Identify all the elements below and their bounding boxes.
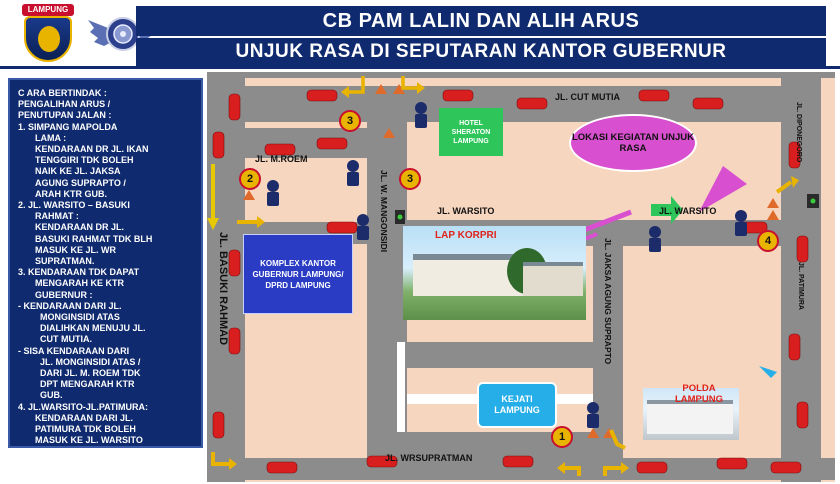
road-label-warsito-east: JL. WARSITO (659, 206, 717, 216)
panel-line: DIALIHKAN MENUJU JL. (40, 323, 146, 334)
panel-line: C ARA BERTINDAK : (18, 88, 107, 98)
panel-line: MASUK KE JL. WARSITO (35, 435, 143, 446)
panel-line: KENDARAAN DR JL. IKAN (35, 144, 149, 155)
panel-line: AGUNG SUPRAPTO / (35, 177, 126, 188)
road-label-diponegoro: JL. DIPONEGORO (795, 102, 802, 163)
logo-caption: LAMPUNG (22, 4, 74, 16)
polda-lampung-logo: LAMPUNG (18, 4, 78, 64)
panel-line: 4. JL.WARSITO-JL.PATIMURA: (18, 401, 149, 412)
panel-line: MONGINSIDI ATAS (40, 312, 120, 323)
page-title: CB PAM LALIN DAN ALIH ARUS (136, 6, 826, 36)
road-label-m-roem: JL. M.ROEM (255, 154, 308, 164)
panel-line: ARAH KTR GUB. (35, 188, 107, 199)
point-marker-3-north: 3 (339, 110, 361, 132)
road-label-w-mangonsidi: JL. W. MANGONSIDI (379, 170, 389, 253)
page-subtitle: UNJUK RASA DI SEPUTARAN KANTOR GUBERNUR (136, 38, 826, 66)
panel-line: GUB. (40, 390, 63, 401)
panel-line: 1. SIMPANG MAPOLDA (18, 121, 118, 132)
panel-line: NAIK KE JL. JAKSA (35, 166, 121, 177)
road-label-basuki-rahmad: JL. BASUKI RAHMAD (217, 232, 229, 346)
road-label-cut-mutia: JL. CUT MUTIA (555, 92, 620, 102)
kejati-box: KEJATI LAMPUNG (477, 382, 557, 428)
point-marker-3-south: 3 (399, 168, 421, 190)
panel-line: BASUKI RAHMAT TDK BLH (35, 233, 153, 244)
header-divider (0, 66, 840, 69)
panel-line: RAHMAT : (35, 211, 79, 222)
road-label-jaksa-agung: JL. JAKSA AGUNG SUPRAPTO (603, 238, 613, 365)
road-label-warsito-west: JL. WARSITO (437, 206, 495, 216)
panel-line: PATIMURA TDK BOLEH (35, 424, 136, 435)
lap-korpri-label: LAP KORPRI (435, 230, 497, 241)
panel-line: KENDARAAN DARI JL. (35, 412, 134, 423)
panel-line: GUBERNUR : (35, 289, 93, 300)
panel-line: JL. MONGINSIDI ATAS / (40, 356, 141, 367)
panel-line: PENUTUPAN JALAN : (18, 110, 112, 121)
header: LAMPUNG CB PAM LALIN DAN ALIH ARUS UNJUK… (0, 0, 840, 69)
panel-line: MENGARAH KE KTR (35, 278, 124, 289)
point-marker-1: 1 (551, 426, 573, 448)
lokasi-kegiatan-bubble: LOKASI KEGIATAN UNJUK RASA (569, 114, 697, 172)
polda-label: POLDA LAMPUNG (674, 383, 724, 405)
panel-line: CUT MUTIA. (40, 334, 92, 345)
panel-line: KENDARAAN DR JL. (35, 222, 125, 233)
panel-line: PENGALIHAN ARUS / (18, 99, 111, 110)
point-marker-2: 2 (239, 168, 261, 190)
action-plan-panel: C ARA BERTINDAK :PENGALIHAN ARUS /PENUTU… (8, 78, 203, 448)
panel-line: LAMA : (35, 132, 67, 143)
panel-line: - SISA KENDARAAN DARI (18, 345, 130, 356)
polda-building-photo (643, 388, 739, 440)
hotel-sheraton-box: HOTEL SHERATON LAMPUNG (439, 108, 503, 156)
road-label-wr-supratman: JL. WRSUPRATMAN (385, 453, 473, 463)
road-label-patimura: JL. PATIMURA (797, 262, 804, 310)
panel-line: - KENDARAAN DARI JL. (18, 300, 122, 311)
panel-line: 2. JL. WARSITO – BASUKI (18, 200, 130, 211)
panel-line: DPT MENGARAH KTR (40, 379, 135, 390)
traffic-map: JL. CUT MUTIA JL. M.ROEM JL. WARSITO JL.… (207, 72, 835, 482)
panel-line: MASUK KE JL. WR (35, 244, 116, 255)
panel-line: 3. KENDARAAN TDK DAPAT (18, 267, 140, 278)
panel-line: SUPRATMAN. (35, 256, 95, 267)
shield-icon (24, 16, 72, 62)
lap-korpri-photo (403, 226, 586, 320)
panel-line: DARI JL. M. ROEM TDK (40, 368, 141, 379)
komplex-gubernur-box: KOMPLEX KANTOR GUBERNUR LAMPUNG/ DPRD LA… (243, 234, 353, 314)
point-marker-4: 4 (757, 230, 779, 252)
panel-line: TENGGIRI TDK BOLEH (35, 155, 134, 166)
